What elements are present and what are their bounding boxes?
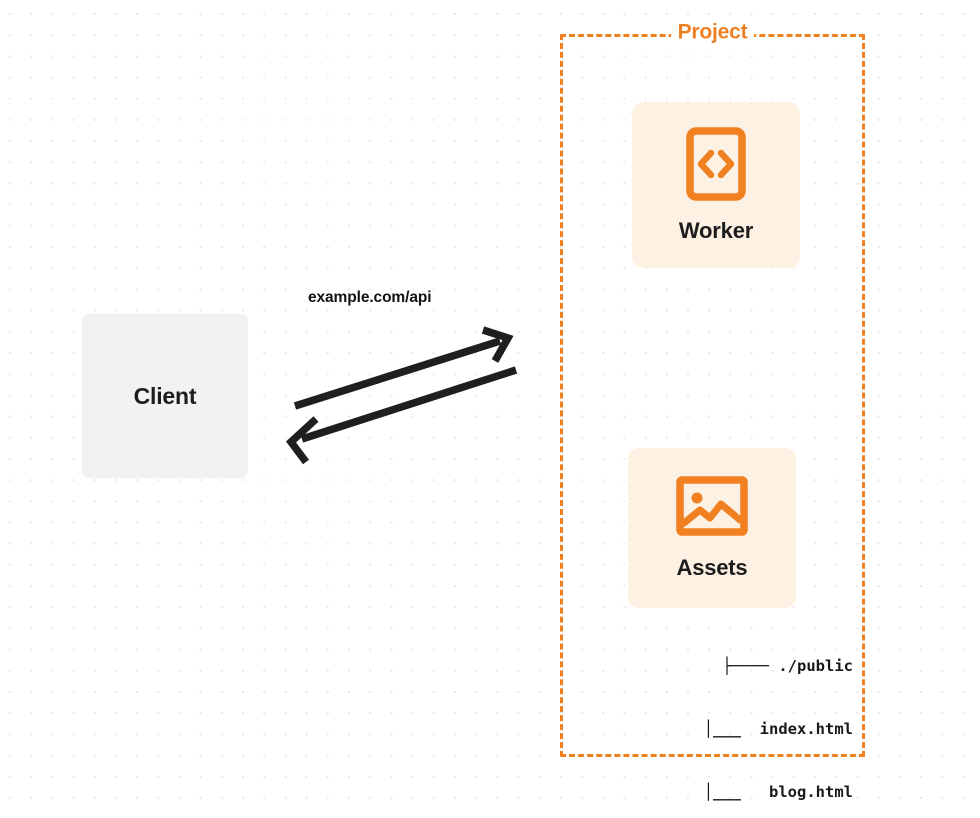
request-url-label: example.com/api [308,289,432,306]
assets-label: Assets [676,554,748,580]
file-tree-row: ├──── ./public [722,657,853,675]
project-group: Project Worker Assets [560,21,865,801]
file-tree-row: │___ blog.html [703,783,853,801]
client-label: Client [133,382,197,409]
assets-file-tree: ├──── ./public │___ index.html │___ blog… [608,614,853,818]
response-arrow [285,366,518,465]
project-label: Project [670,21,755,43]
image-picture-icon [676,475,748,541]
request-arrow [293,326,514,410]
worker-card[interactable]: Worker [632,102,800,268]
worker-label: Worker [678,217,754,243]
file-tree-row: │___ index.html [703,720,853,738]
assets-card[interactable]: Assets [628,448,796,608]
code-brackets-icon [686,126,746,206]
client-node[interactable]: Client [82,314,248,478]
